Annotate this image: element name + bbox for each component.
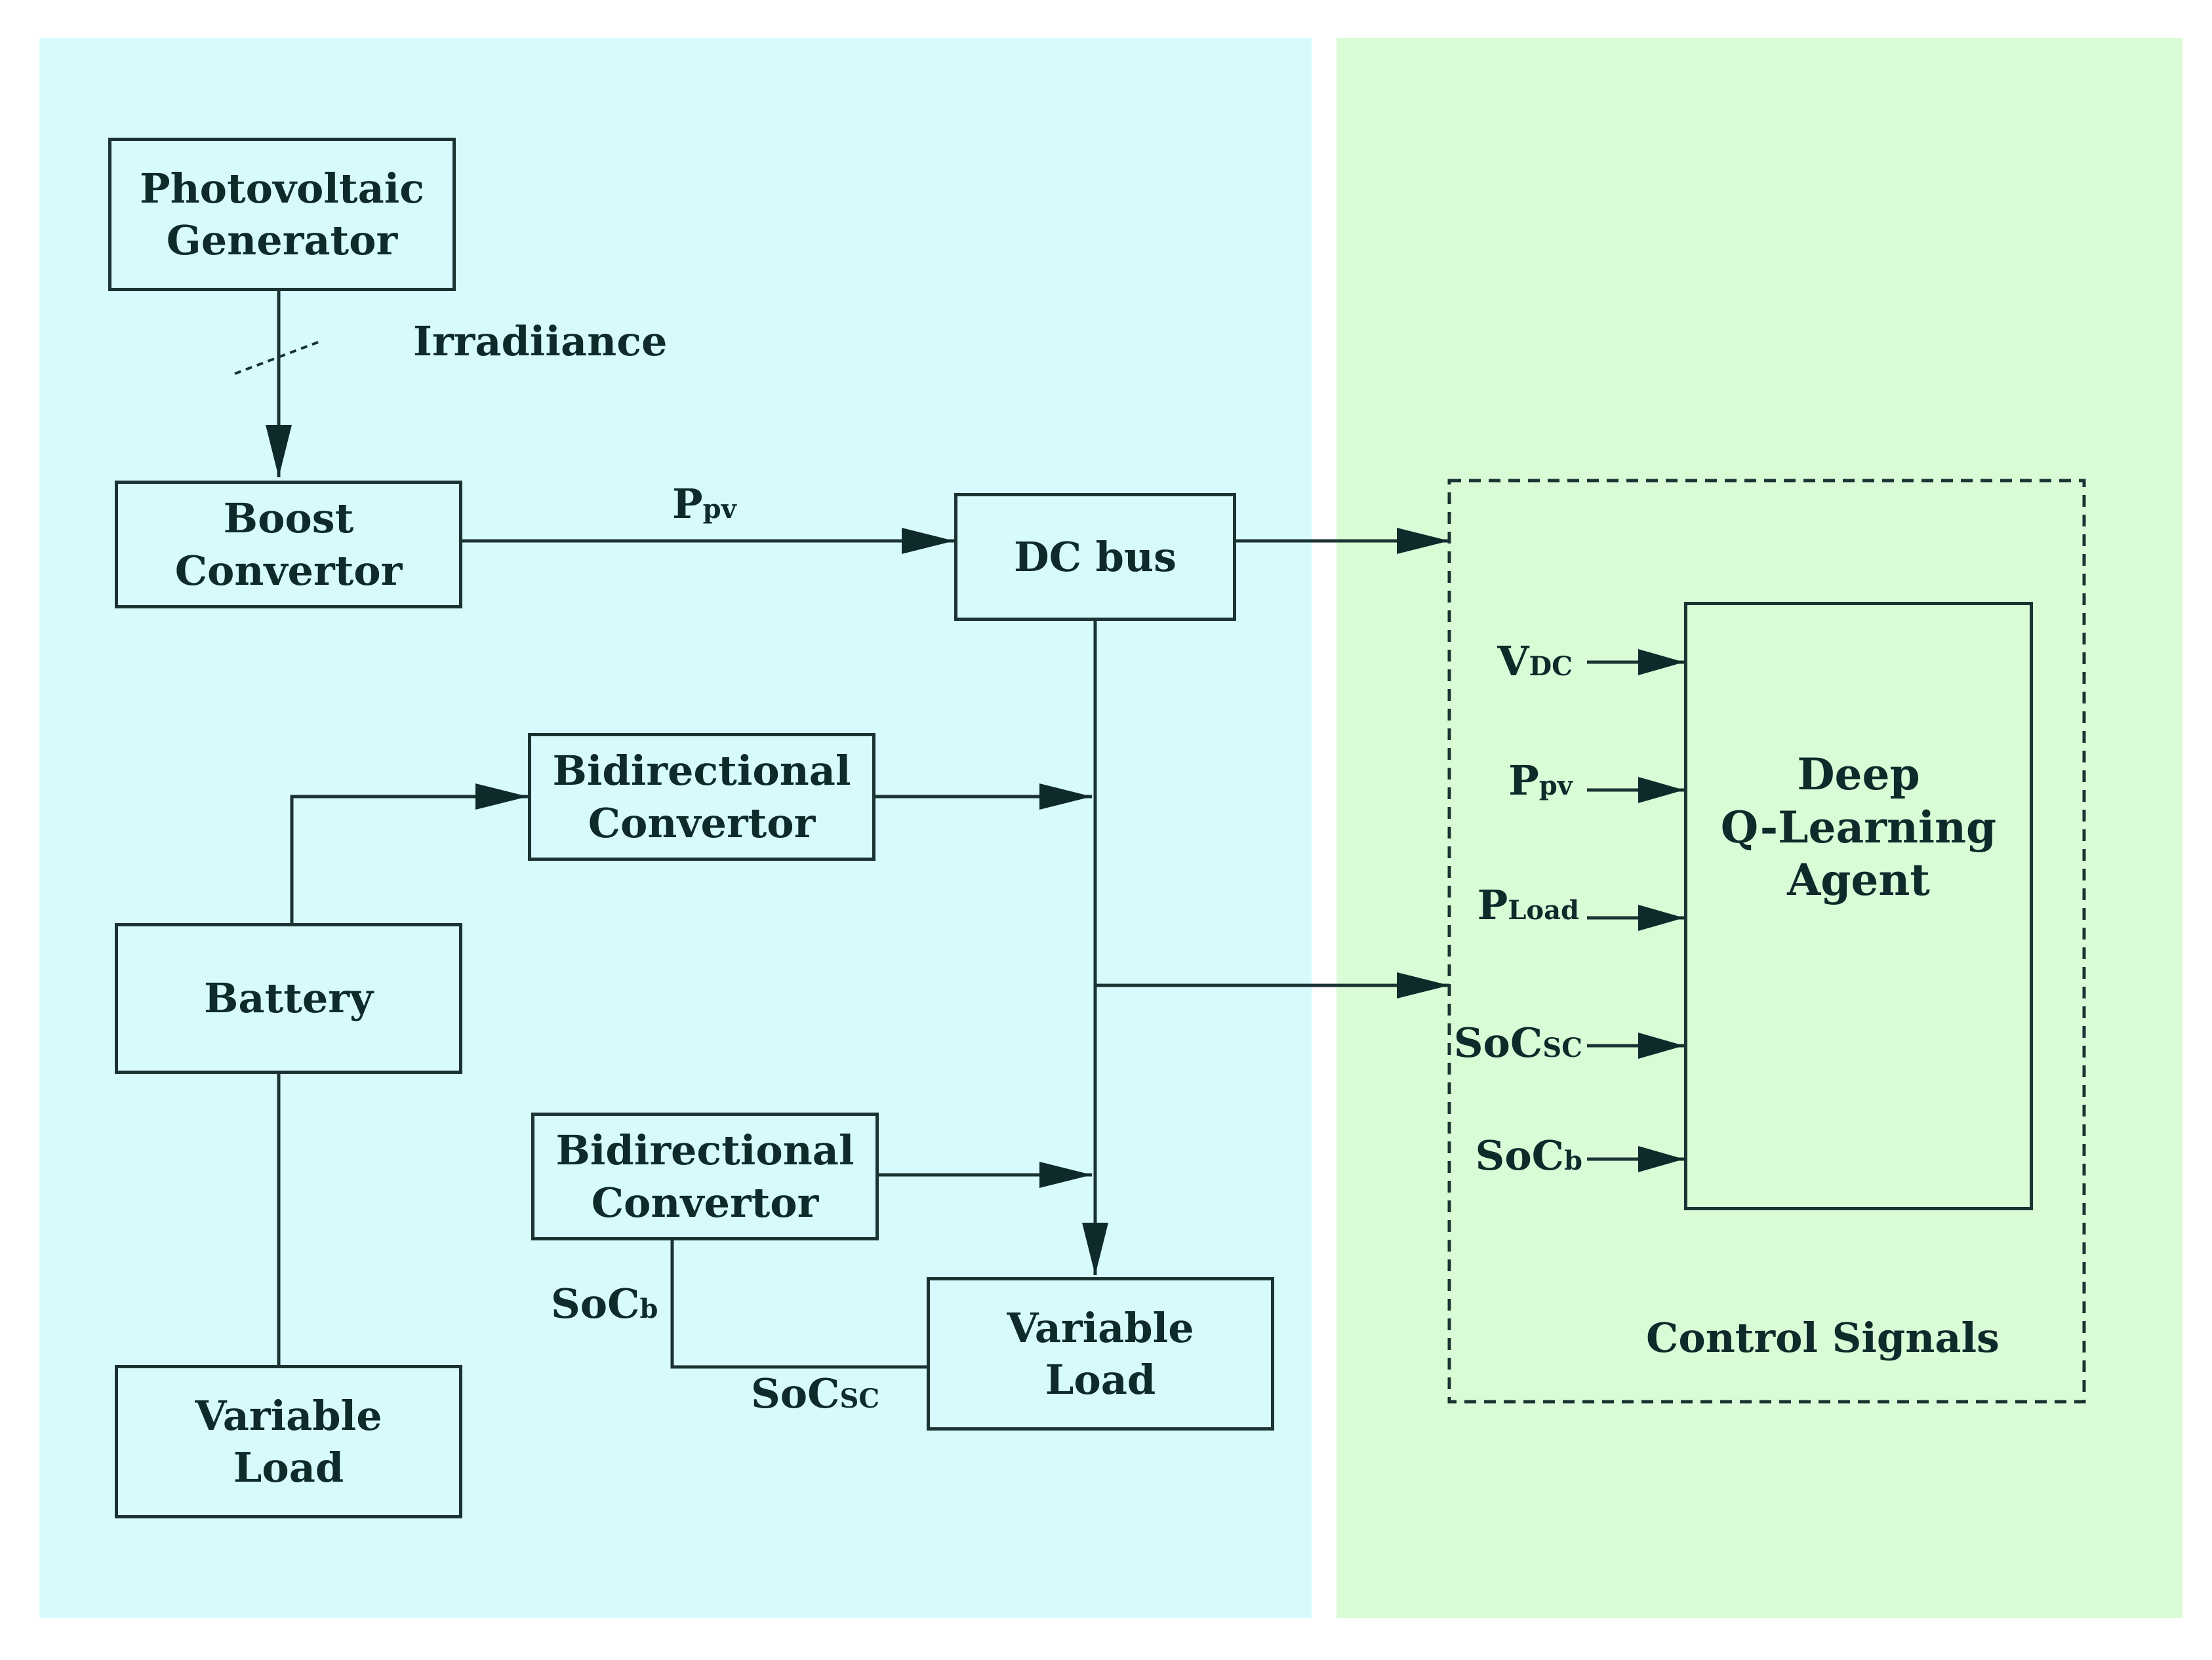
control-panel <box>1337 38 2182 1618</box>
block-text-line: Variable <box>1007 1303 1194 1352</box>
block-text-line: Generator <box>166 216 398 264</box>
block-text-line: Convertor <box>174 546 403 595</box>
control-signals-label: Control Signals <box>1646 1314 2000 1362</box>
block-text-line: DC bus <box>1013 532 1177 581</box>
label-subscript: pv <box>1538 770 1573 801</box>
irradiance-label: Irradiiance <box>413 317 668 365</box>
irradiance-dash <box>234 340 322 375</box>
block-text-line: Agent <box>1787 854 1930 906</box>
block-text-line: Bidirectional <box>555 1126 855 1175</box>
agent-input-label-ppv: Ppv <box>1508 761 1573 801</box>
label-subscript: SC <box>839 1383 880 1414</box>
block-text-line: Convertor <box>588 799 816 847</box>
label-base: SoC <box>751 1370 840 1417</box>
socsc-wire-label: SoCSC <box>751 1373 879 1414</box>
block-text-line: Q-Learning <box>1720 801 1997 853</box>
label-base: P <box>672 480 703 528</box>
label-subscript: pv <box>702 494 736 524</box>
block-text-line: Deep <box>1797 749 1920 800</box>
label-base: V <box>1497 637 1529 685</box>
agent-input-label-vdc: VDC <box>1497 641 1573 682</box>
block-text-line: Bidirectional <box>552 747 851 795</box>
label-subscript: b <box>639 1294 658 1324</box>
battery-block: Battery <box>115 923 462 1074</box>
ppv-main-label: Ppv <box>672 484 736 524</box>
label-base: P <box>1477 881 1508 929</box>
label-subscript: b <box>1564 1145 1582 1176</box>
control-signals-box <box>1447 479 2086 1404</box>
block-text-line: Load <box>1045 1356 1156 1404</box>
block-text-line: Photovoltaic <box>139 164 425 212</box>
agent-input-label-socsc: SoCSC <box>1454 1023 1582 1063</box>
power-system-panel <box>39 38 1312 1618</box>
block-text-line: Load <box>233 1444 344 1492</box>
label-base: P <box>1508 757 1539 804</box>
block-text-line: Variable <box>195 1391 382 1440</box>
label-base: SoC <box>1475 1132 1565 1179</box>
wire-battery-to-bidir <box>290 783 528 923</box>
socb-wire-label: SoCb <box>551 1284 658 1324</box>
agent-input-label-pload: PLoad <box>1478 885 1579 926</box>
label-base: SoC <box>1453 1019 1543 1067</box>
block-text-line: Battery <box>204 974 373 1023</box>
dc-bus-block: DC bus <box>954 493 1236 621</box>
agent-input-label-socb: SoCb <box>1476 1136 1582 1176</box>
block-text-line: Boost <box>223 494 354 543</box>
label-subscript: DC <box>1529 651 1573 682</box>
label-base: SoC <box>551 1280 640 1328</box>
label-subscript: Load <box>1508 895 1579 926</box>
label-subscript: SC <box>1542 1033 1582 1063</box>
block-text-line: Convertor <box>591 1178 819 1227</box>
wire-bidir-to-center-load <box>670 1239 927 1369</box>
